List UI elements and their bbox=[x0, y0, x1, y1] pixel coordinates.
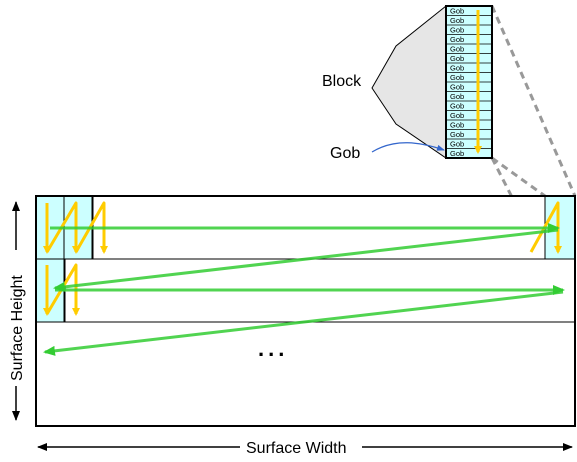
continuation-ellipsis: ... bbox=[258, 336, 288, 361]
green-traversal-arrows bbox=[43, 223, 565, 356]
gob-row-label: Gob bbox=[450, 83, 464, 92]
block-label: Block bbox=[322, 73, 362, 90]
gob-row-label: Gob bbox=[450, 73, 464, 82]
gob-row-label: Gob bbox=[450, 121, 464, 130]
surface-height-label: Surface Height bbox=[9, 275, 26, 381]
gob-row-label: Gob bbox=[450, 16, 464, 25]
block-detail: GobGobGobGobGobGobGobGobGobGobGobGobGobG… bbox=[445, 5, 493, 159]
gob-row-label: Gob bbox=[450, 102, 464, 111]
gob-pointer-arrow bbox=[371, 142, 445, 153]
gob-row-label: Gob bbox=[450, 35, 464, 44]
gob-row-label: Gob bbox=[450, 54, 464, 63]
gob-row-label: Gob bbox=[450, 130, 464, 139]
surface-height-dimension: Surface Height bbox=[9, 201, 26, 421]
gob-row-label: Gob bbox=[450, 140, 464, 149]
gob-row-label: Gob bbox=[450, 7, 464, 16]
gob-row-label: Gob bbox=[450, 111, 464, 120]
gob-rows: GobGobGobGobGobGobGobGobGobGobGobGobGobG… bbox=[446, 7, 492, 158]
gob-row-label: Gob bbox=[450, 149, 464, 158]
gob-row-label: Gob bbox=[450, 92, 464, 101]
surface-width-label: Surface Width bbox=[246, 440, 346, 457]
surface-width-dimension: Surface Width bbox=[37, 440, 573, 457]
surface bbox=[35, 195, 576, 427]
gob-label: Gob bbox=[330, 145, 360, 162]
gob-row-label: Gob bbox=[450, 45, 464, 54]
gob-row-label: Gob bbox=[450, 64, 464, 73]
zoom-dashed-lines bbox=[490, 5, 577, 261]
gob-row-label: Gob bbox=[450, 26, 464, 35]
yellow-traversal-arrows bbox=[43, 201, 562, 316]
block-callout bbox=[371, 4, 447, 159]
